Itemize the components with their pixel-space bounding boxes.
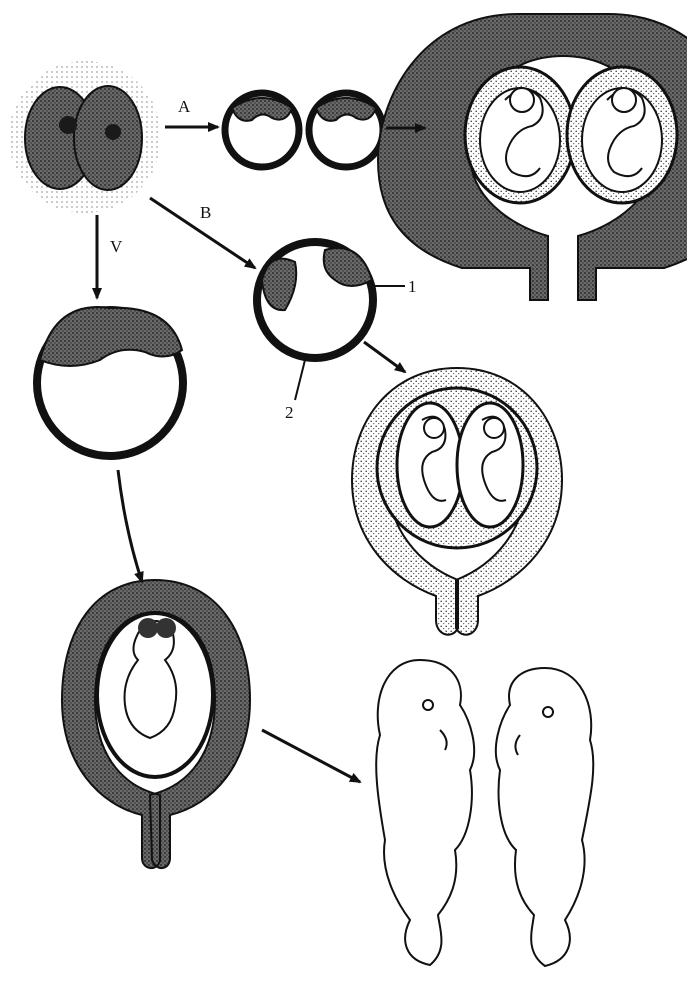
route-v-blastocyst [37,307,183,456]
amnion-right [457,403,523,527]
route-a-blastocysts [225,93,383,167]
uterus-conjoined [62,580,250,868]
arrow-v-3 [262,730,360,782]
amnion-left [397,403,463,527]
nucleus-left [59,116,77,134]
twin-sac-left [465,67,575,203]
twin-left [376,660,474,965]
two-cell-zygote [9,61,161,213]
blastocyst-a-left [225,93,299,167]
label-route-b: B [200,203,211,222]
uterus-separate-placentas [378,14,687,300]
label-part-1: 1 [408,277,417,296]
label-route-v: V [110,237,123,256]
conjoined-twins [376,660,593,966]
arrow-b-2 [364,342,405,372]
leader-line-2 [295,360,305,400]
uterus-shared-chorion [352,368,562,635]
label-part-2: 2 [285,403,294,422]
nucleus-right [105,124,121,140]
route-b-blastocyst [257,242,405,400]
blastocyst-a-right [309,93,383,167]
twin-sac-right [567,67,677,203]
twin-right [496,668,593,966]
arrow-v-2 [118,470,142,582]
label-route-a: A [178,97,191,116]
